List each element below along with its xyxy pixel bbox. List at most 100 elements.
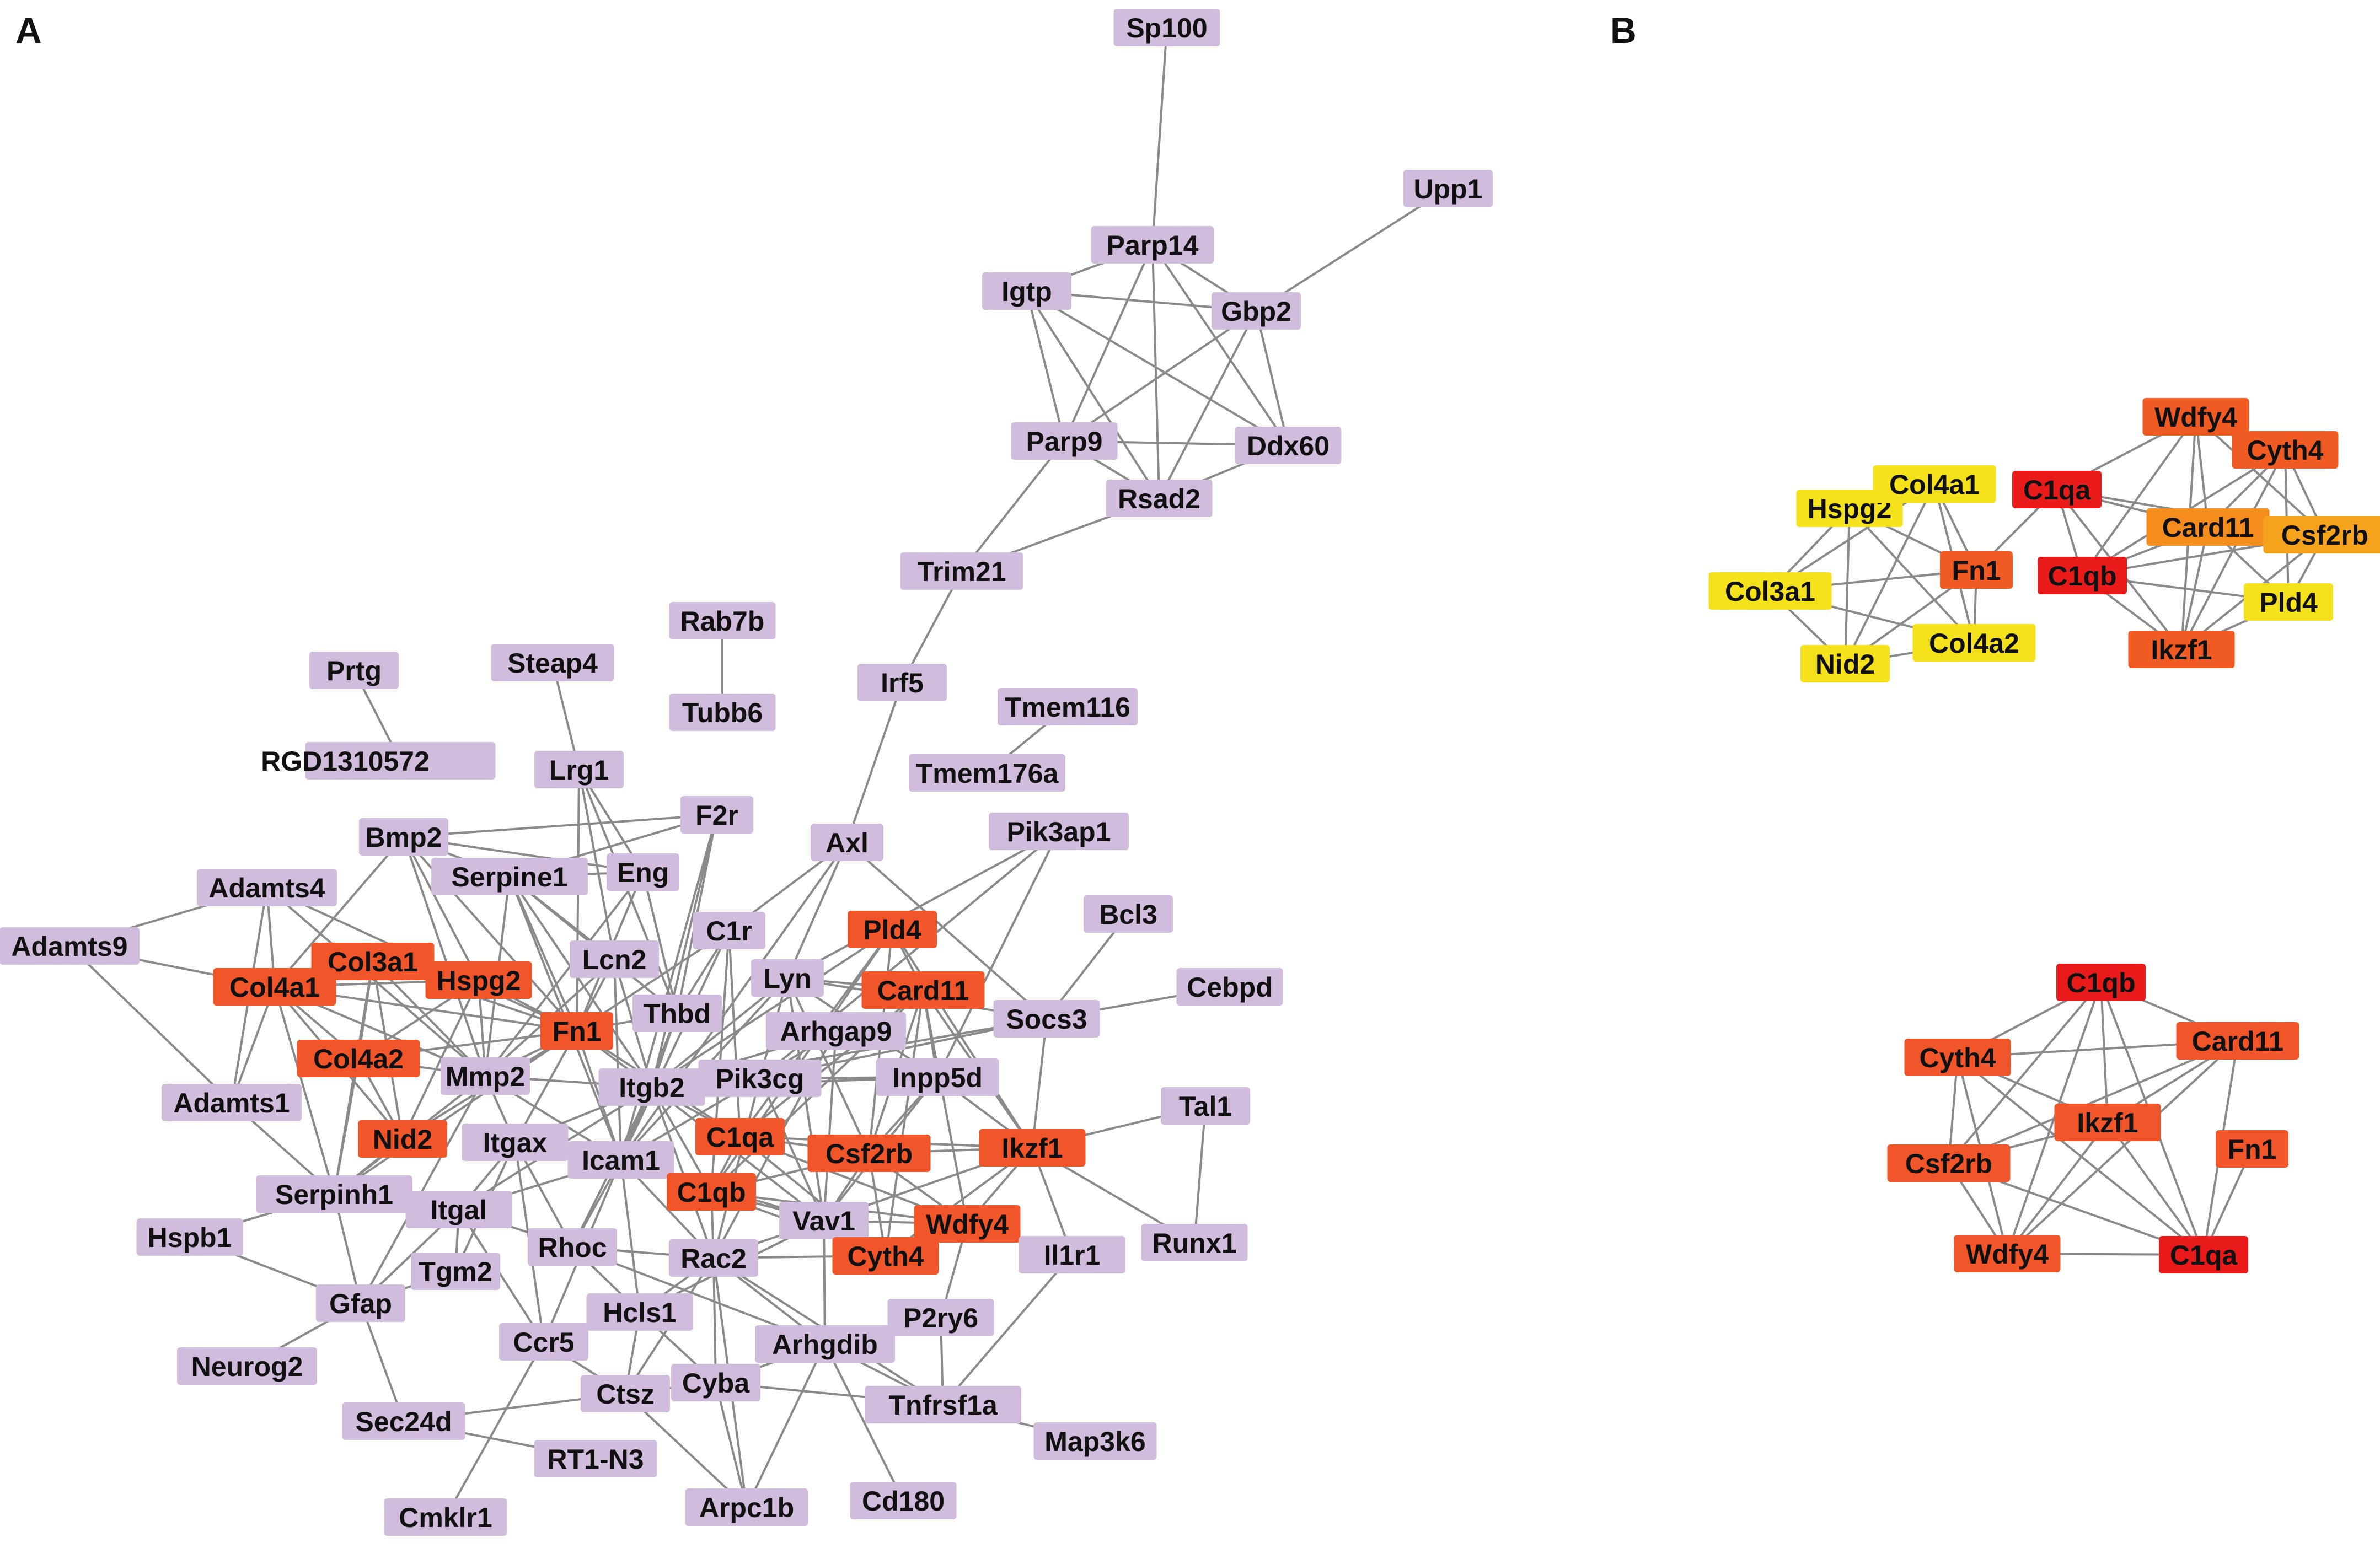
node-box — [693, 912, 765, 949]
node-label: Il1r1 — [1044, 1240, 1101, 1271]
edge-arhgdib-cd180 — [824, 1343, 904, 1501]
node-rhoc: Rhoc — [528, 1228, 617, 1266]
node-label: Tubb6 — [682, 697, 763, 728]
node-cyth4: Cyth4 — [2232, 431, 2339, 469]
node-label: Itgax — [483, 1127, 548, 1158]
node-box — [136, 1218, 243, 1256]
node-arpc1b: Arpc1b — [685, 1488, 808, 1526]
node-c1qa: C1qa — [2012, 471, 2102, 508]
node-box — [979, 1129, 1086, 1167]
edge-mmp2-gfap — [360, 1076, 486, 1304]
node-adamts4: Adamts4 — [197, 869, 337, 906]
node-box — [491, 644, 614, 681]
node-label: Parp14 — [1107, 230, 1199, 261]
node-box — [581, 1375, 670, 1412]
edge-c1r-icam1 — [620, 930, 730, 1160]
node-wdfy4: Wdfy4 — [1954, 1235, 2061, 1272]
node-box — [1176, 968, 1283, 1006]
node-label: Eng — [617, 857, 669, 888]
node-box — [2159, 1236, 2248, 1273]
node-rt1-n3: RT1-N3 — [534, 1440, 657, 1477]
node-label: RT1-N3 — [547, 1444, 644, 1475]
node-label: Parp9 — [1026, 426, 1103, 457]
edge-card11-ikzf1 — [2180, 526, 2209, 650]
node-box — [309, 652, 399, 689]
node-label: Arhgap9 — [780, 1016, 892, 1047]
node-itgal: Itgal — [405, 1191, 512, 1228]
node-wdfy4: Wdfy4 — [914, 1205, 1021, 1243]
node-box — [540, 1012, 613, 1050]
node-box — [359, 818, 448, 856]
node-irf5: Irf5 — [857, 664, 947, 701]
edge-f2r-bmp2 — [403, 814, 717, 838]
node-box — [755, 1325, 895, 1363]
node-label: Rac2 — [680, 1243, 747, 1274]
edge-itgb2-rac2 — [651, 1087, 715, 1259]
edge-il1r1-tnfrsf1a — [942, 1254, 1073, 1406]
node-label: Cyth4 — [1920, 1042, 1996, 1073]
node-box — [425, 961, 532, 999]
node-arhgdib: Arhgdib — [755, 1325, 895, 1363]
node-box — [669, 1239, 758, 1277]
node-fn1: Fn1 — [540, 1012, 613, 1050]
node-csf2rb: Csf2rb — [807, 1135, 931, 1172]
node-box — [2056, 964, 2146, 1001]
node-ddx60: Ddx60 — [1235, 427, 1342, 464]
node-bcl3: Bcl3 — [1084, 895, 1173, 933]
node-axl: Axl — [811, 824, 883, 861]
node-box — [2244, 583, 2333, 621]
edge-hspg2-nid2 — [401, 980, 480, 1140]
edge-igtp-rsad2 — [1026, 290, 1160, 499]
node-box — [405, 1191, 512, 1228]
node-neurog2: Neurog2 — [177, 1347, 317, 1385]
node-card11: Card11 — [861, 971, 985, 1009]
node-lyn: Lyn — [751, 959, 824, 997]
edge-sp100-parp14 — [1151, 27, 1168, 245]
edge-lrg1-fn1 — [576, 769, 580, 1031]
node-label: Cyth4 — [2247, 435, 2324, 466]
node-label: Adamts9 — [11, 931, 127, 962]
node-card11: Card11 — [2176, 1022, 2299, 1060]
node-label: Bcl3 — [1099, 899, 1157, 930]
node-nid2: Nid2 — [1800, 645, 1890, 682]
node-label: Card11 — [2162, 512, 2254, 543]
node-box — [671, 1364, 760, 1401]
node-box — [807, 1135, 931, 1172]
node-label: Prtg — [326, 655, 382, 686]
node-label: Lyn — [763, 963, 811, 994]
node-label: Steap4 — [507, 648, 598, 679]
node-pld4: Pld4 — [2244, 583, 2333, 621]
node-box — [256, 1175, 412, 1213]
node-box — [667, 1173, 756, 1211]
node-il1r1: Il1r1 — [1019, 1236, 1125, 1273]
node-col4a2: Col4a2 — [297, 1040, 420, 1077]
edge-eng-mmp2 — [484, 871, 644, 1077]
node-label: Card11 — [877, 975, 969, 1006]
edge-pik3cg-rac2 — [712, 1078, 761, 1259]
node-bmp2: Bmp2 — [359, 818, 448, 856]
node-box — [1141, 1224, 1248, 1261]
node-csf2rb: Csf2rb — [2263, 516, 2380, 553]
node-label: Card11 — [2192, 1026, 2284, 1057]
node-label: Nid2 — [1815, 649, 1875, 680]
node-eng: Eng — [607, 853, 679, 891]
node-label: Col4a2 — [1929, 628, 2019, 659]
node-label: Thbd — [644, 998, 711, 1029]
node-label: C1qa — [706, 1122, 774, 1153]
edge-card11-wdfy4 — [2006, 1040, 2239, 1255]
node-label: Itgal — [431, 1195, 487, 1226]
node-box — [1106, 480, 1213, 517]
node-c1qa: C1qa — [2159, 1236, 2248, 1273]
node-socs3: Socs3 — [993, 1000, 1100, 1038]
node-box — [1904, 1039, 2011, 1076]
node-box — [2012, 471, 2102, 508]
edge-ccr5-cmklr1 — [444, 1341, 545, 1518]
node-box — [598, 1068, 705, 1106]
node-parp9: Parp9 — [1011, 422, 1118, 460]
node-box — [1212, 292, 1301, 330]
edge-col4a1-serpinh1 — [274, 986, 335, 1195]
node-label: Tmem116 — [1005, 692, 1130, 723]
node-sp100: Sp100 — [1113, 9, 1220, 46]
node-runx1: Runx1 — [1141, 1224, 1248, 1261]
